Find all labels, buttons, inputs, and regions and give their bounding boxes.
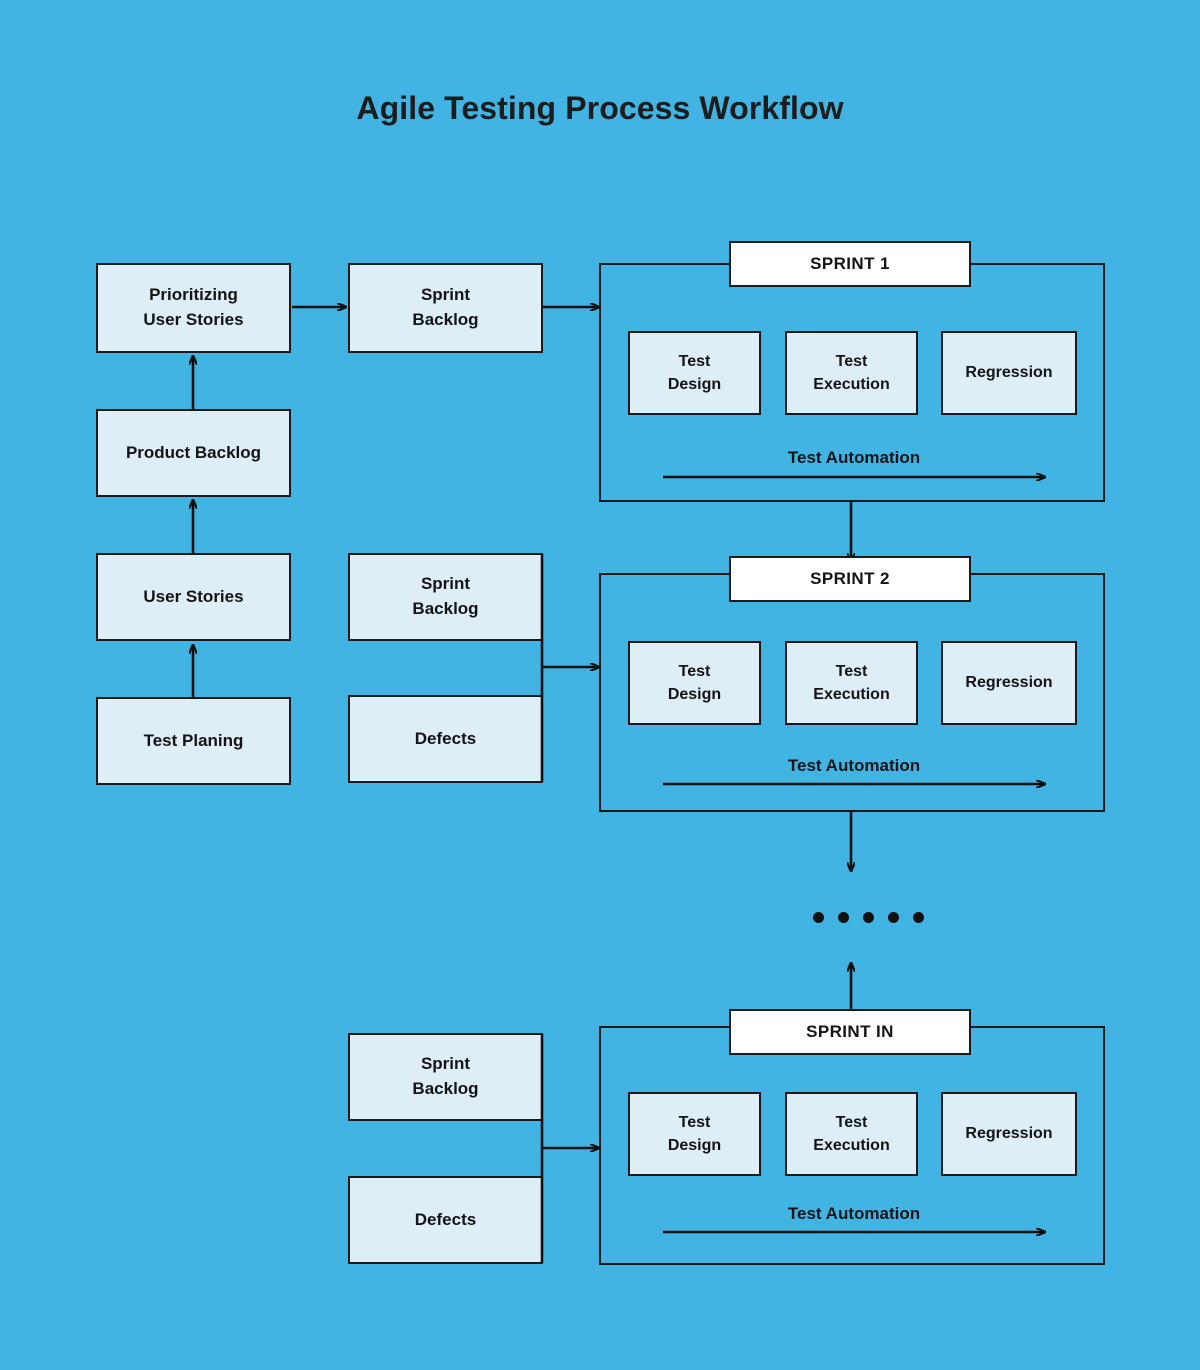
node-sprintN-defects[interactable]: Defects — [348, 1176, 543, 1264]
sprint-n-test-automation-label: Test Automation — [787, 1204, 921, 1223]
node-test-planing[interactable]: Test Planing — [96, 697, 291, 785]
node-sprint2-defects[interactable]: Defects — [348, 695, 543, 783]
node-product-backlog[interactable]: Product Backlog — [96, 409, 291, 497]
node-user-stories[interactable]: User Stories — [96, 553, 291, 641]
sprint-1-step-regression[interactable]: Regression — [941, 331, 1077, 415]
sprint-2-step-test-design[interactable]: Test Design — [628, 641, 761, 725]
ellipsis-dot — [838, 912, 849, 923]
sprint-n-step-test-execution[interactable]: Test Execution — [785, 1092, 918, 1176]
sprint-1-step-test-design[interactable]: Test Design — [628, 331, 761, 415]
sprint-2-step-test-execution[interactable]: Test Execution — [785, 641, 918, 725]
sprint-2-test-automation-label: Test Automation — [787, 756, 921, 775]
ellipsis-dot — [913, 912, 924, 923]
sprint-n-step-regression[interactable]: Regression — [941, 1092, 1077, 1176]
page-title: Agile Testing Process Workflow — [356, 90, 844, 126]
sprint-1-step-test-execution[interactable]: Test Execution — [785, 331, 918, 415]
ellipsis-dot — [863, 912, 874, 923]
node-sprint2-backlog[interactable]: Sprint Backlog — [348, 553, 543, 641]
node-sprintN-backlog[interactable]: Sprint Backlog — [348, 1033, 543, 1121]
sprint-2-step-regression[interactable]: Regression — [941, 641, 1077, 725]
sprint-n-label: SPRINT IN — [729, 1009, 971, 1055]
sprint-ellipsis-dots — [813, 912, 924, 923]
node-prioritizing-user-stories[interactable]: Prioritizing User Stories — [96, 263, 291, 353]
node-sprint1-backlog[interactable]: Sprint Backlog — [348, 263, 543, 353]
sprint-n-step-test-design[interactable]: Test Design — [628, 1092, 761, 1176]
ellipsis-dot — [888, 912, 899, 923]
sprint-2-label: SPRINT 2 — [729, 556, 971, 602]
ellipsis-dot — [813, 912, 824, 923]
sprint-1-label: SPRINT 1 — [729, 241, 971, 287]
sprint-1-test-automation-label: Test Automation — [787, 448, 921, 467]
